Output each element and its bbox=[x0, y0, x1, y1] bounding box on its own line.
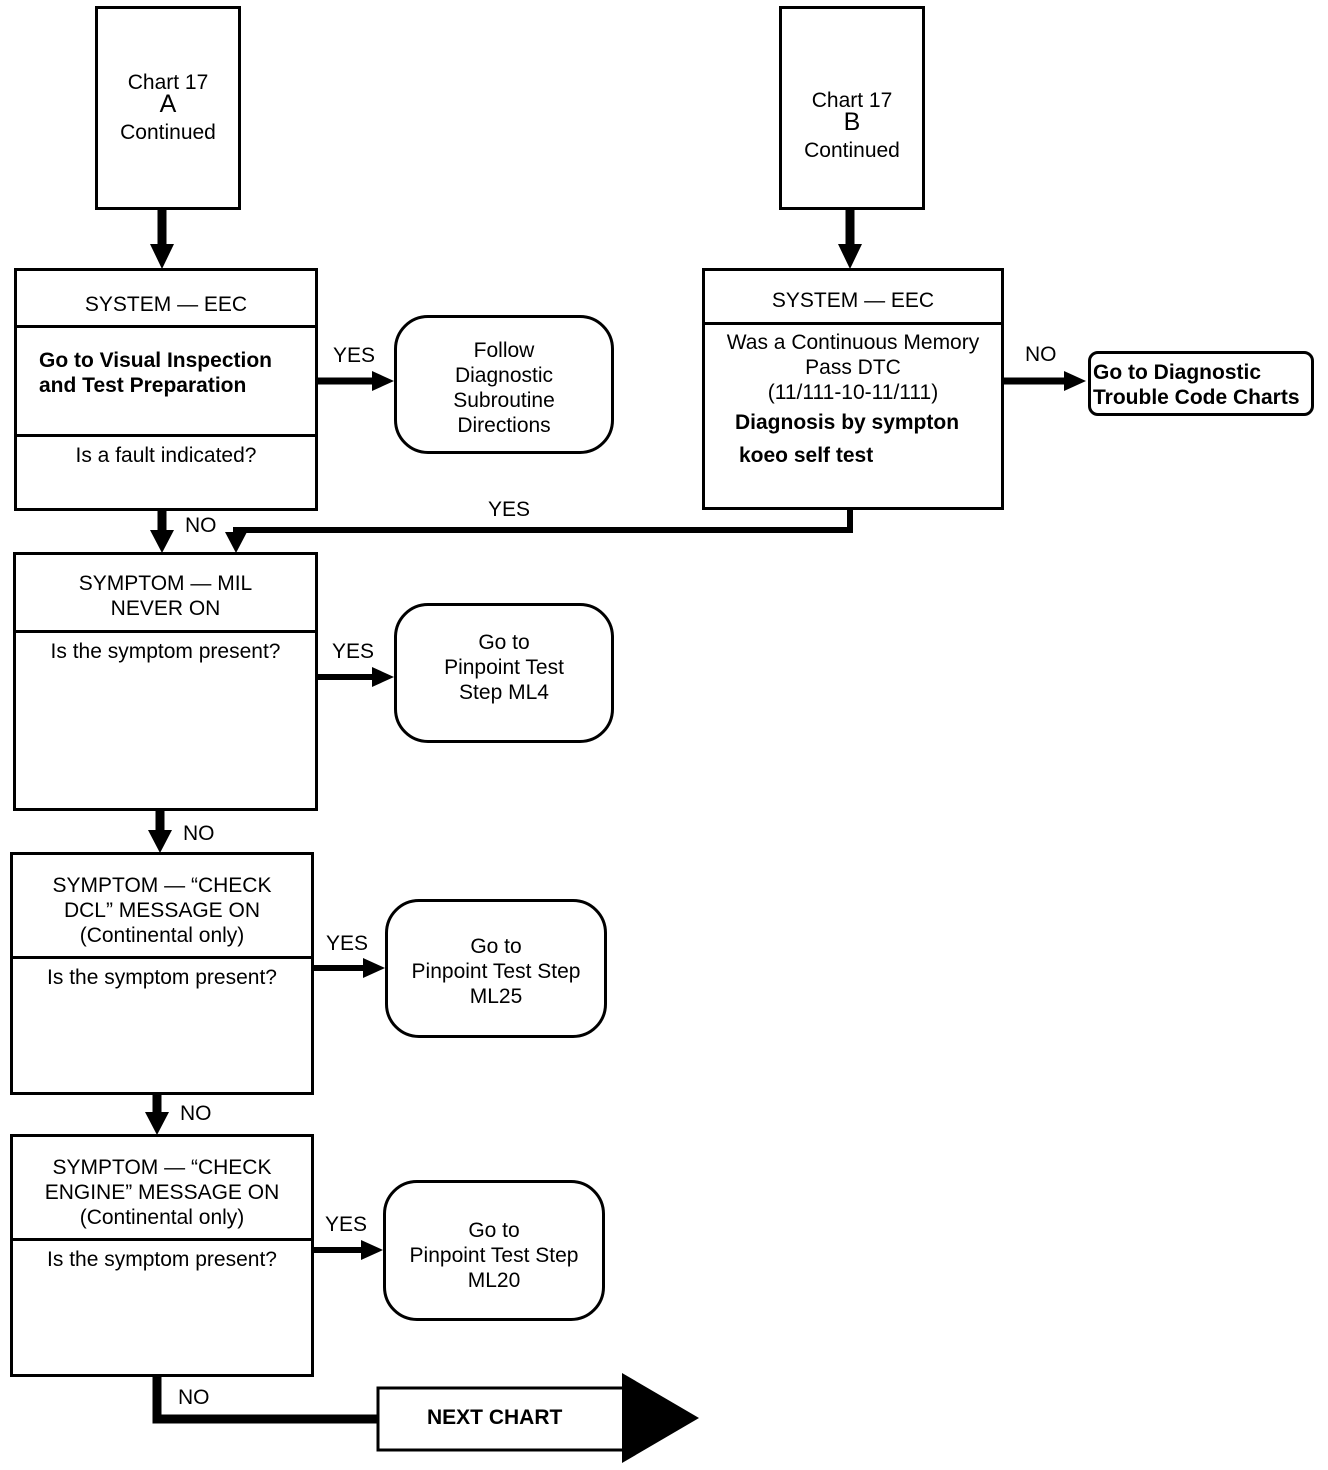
symptom-mil-question: Is the symptom present? bbox=[50, 640, 281, 663]
label-yes-ml4: YES bbox=[332, 640, 375, 663]
outcome-ml25-text: Go to Pinpoint Test Step ML25 bbox=[411, 935, 581, 1008]
chart-17a-connector-box: Chart 17 A Continued bbox=[95, 6, 241, 210]
system-eec-b-question: Was a Continuous Memory Pass DTC (11/111… bbox=[726, 331, 980, 404]
arrowhead bbox=[363, 958, 385, 978]
label-no-dtc: NO bbox=[1025, 343, 1057, 366]
arrowhead bbox=[838, 244, 862, 269]
outcome-follow-diagnostic: Follow Diagnostic Subroutine Directions bbox=[394, 315, 614, 454]
arrowhead bbox=[150, 244, 174, 269]
label-yes-eec-b: YES bbox=[488, 498, 531, 521]
system-eec-b-box: SYSTEM — EEC Was a Continuous Memory Pas… bbox=[702, 268, 1004, 510]
symptom-dcl-question: Is the symptom present? bbox=[47, 966, 277, 989]
chart-a-line1: Chart 17 bbox=[127, 71, 209, 94]
arrowhead bbox=[150, 530, 174, 553]
next-chart-arrow-body bbox=[376, 1386, 628, 1452]
label-no-engine: NO bbox=[180, 1102, 212, 1125]
system-eec-b-note2: koeo self test bbox=[739, 444, 874, 467]
arrowhead bbox=[225, 532, 247, 553]
system-eec-a-title: SYSTEM — EEC bbox=[84, 293, 248, 316]
symptom-engine-question: Is the symptom present? bbox=[47, 1248, 277, 1271]
chart-a-line2: A bbox=[159, 90, 177, 118]
symptom-engine-header: SYMPTOM — “CHECK ENGINE” MESSAGE ON (Con… bbox=[13, 1137, 311, 1241]
next-chart-arrowhead bbox=[622, 1373, 699, 1463]
label-yes-ml20: YES bbox=[325, 1213, 368, 1236]
system-eec-a-header: SYSTEM — EEC bbox=[17, 271, 315, 328]
symptom-mil-title: SYMPTOM — MIL NEVER ON bbox=[78, 572, 253, 620]
next-chart-label: NEXT CHART bbox=[427, 1406, 563, 1429]
system-eec-a-question: Is a fault indicated? bbox=[75, 444, 257, 467]
symptom-mil-box: SYMPTOM — MIL NEVER ON Is the symptom pr… bbox=[13, 552, 318, 811]
outcome-ml25: Go to Pinpoint Test Step ML25 bbox=[385, 899, 607, 1038]
outcome-dtc-text: Go to Diagnostic Trouble Code Charts bbox=[1093, 361, 1300, 409]
outcome-dtc-charts: Go to Diagnostic Trouble Code Charts bbox=[1088, 351, 1314, 416]
system-eec-a-box: SYSTEM — EEC Go to Visual Inspection and… bbox=[14, 268, 318, 511]
outcome-ml20-text: Go to Pinpoint Test Step ML20 bbox=[409, 1219, 579, 1292]
chart-b-line2: B bbox=[843, 108, 861, 136]
label-no-mil: NO bbox=[185, 514, 217, 537]
arrowhead bbox=[148, 830, 172, 853]
arrowhead bbox=[372, 371, 394, 391]
symptom-dcl-box: SYMPTOM — “CHECK DCL” MESSAGE ON (Contin… bbox=[10, 852, 314, 1095]
arrowhead bbox=[372, 667, 394, 687]
connector-no-next bbox=[152, 1376, 380, 1424]
symptom-mil-header: SYMPTOM — MIL NEVER ON bbox=[16, 555, 315, 633]
symptom-dcl-header: SYMPTOM — “CHECK DCL” MESSAGE ON (Contin… bbox=[13, 855, 311, 959]
label-yes-ml25: YES bbox=[326, 932, 369, 955]
system-eec-a-instruction: Go to Visual Inspection and Test Prepara… bbox=[39, 349, 272, 397]
arrowhead bbox=[145, 1112, 169, 1135]
outcome-ml4-text: Go to Pinpoint Test Step ML4 bbox=[444, 631, 564, 704]
system-eec-a-body: Go to Visual Inspection and Test Prepara… bbox=[17, 328, 315, 437]
arrowhead bbox=[361, 1240, 383, 1260]
system-eec-b-note1: Diagnosis by sympton bbox=[735, 411, 960, 434]
chart-a-line3: Continued bbox=[120, 121, 216, 144]
system-eec-b-title: SYSTEM — EEC bbox=[771, 289, 935, 312]
chart-b-line1: Chart 17 bbox=[811, 89, 893, 112]
symptom-engine-title: SYMPTOM — “CHECK ENGINE” MESSAGE ON (Con… bbox=[44, 1156, 280, 1229]
label-no-next: NO bbox=[178, 1386, 210, 1409]
outcome-ml20: Go to Pinpoint Test Step ML20 bbox=[383, 1180, 605, 1321]
symptom-engine-box: SYMPTOM — “CHECK ENGINE” MESSAGE ON (Con… bbox=[10, 1134, 314, 1377]
chart-b-line3: Continued bbox=[804, 139, 900, 162]
label-no-dcl: NO bbox=[183, 822, 215, 845]
connector-yes-mil bbox=[233, 507, 853, 534]
symptom-dcl-title: SYMPTOM — “CHECK DCL” MESSAGE ON (Contin… bbox=[52, 874, 272, 947]
chart-17b-connector-box: Chart 17 B Continued bbox=[779, 6, 925, 210]
arrowhead bbox=[1064, 371, 1086, 391]
system-eec-b-header: SYSTEM — EEC bbox=[705, 271, 1001, 325]
label-yes-follow: YES bbox=[333, 344, 376, 367]
outcome-follow-text: Follow Diagnostic Subroutine Directions bbox=[453, 339, 555, 437]
outcome-ml4: Go to Pinpoint Test Step ML4 bbox=[394, 603, 614, 743]
